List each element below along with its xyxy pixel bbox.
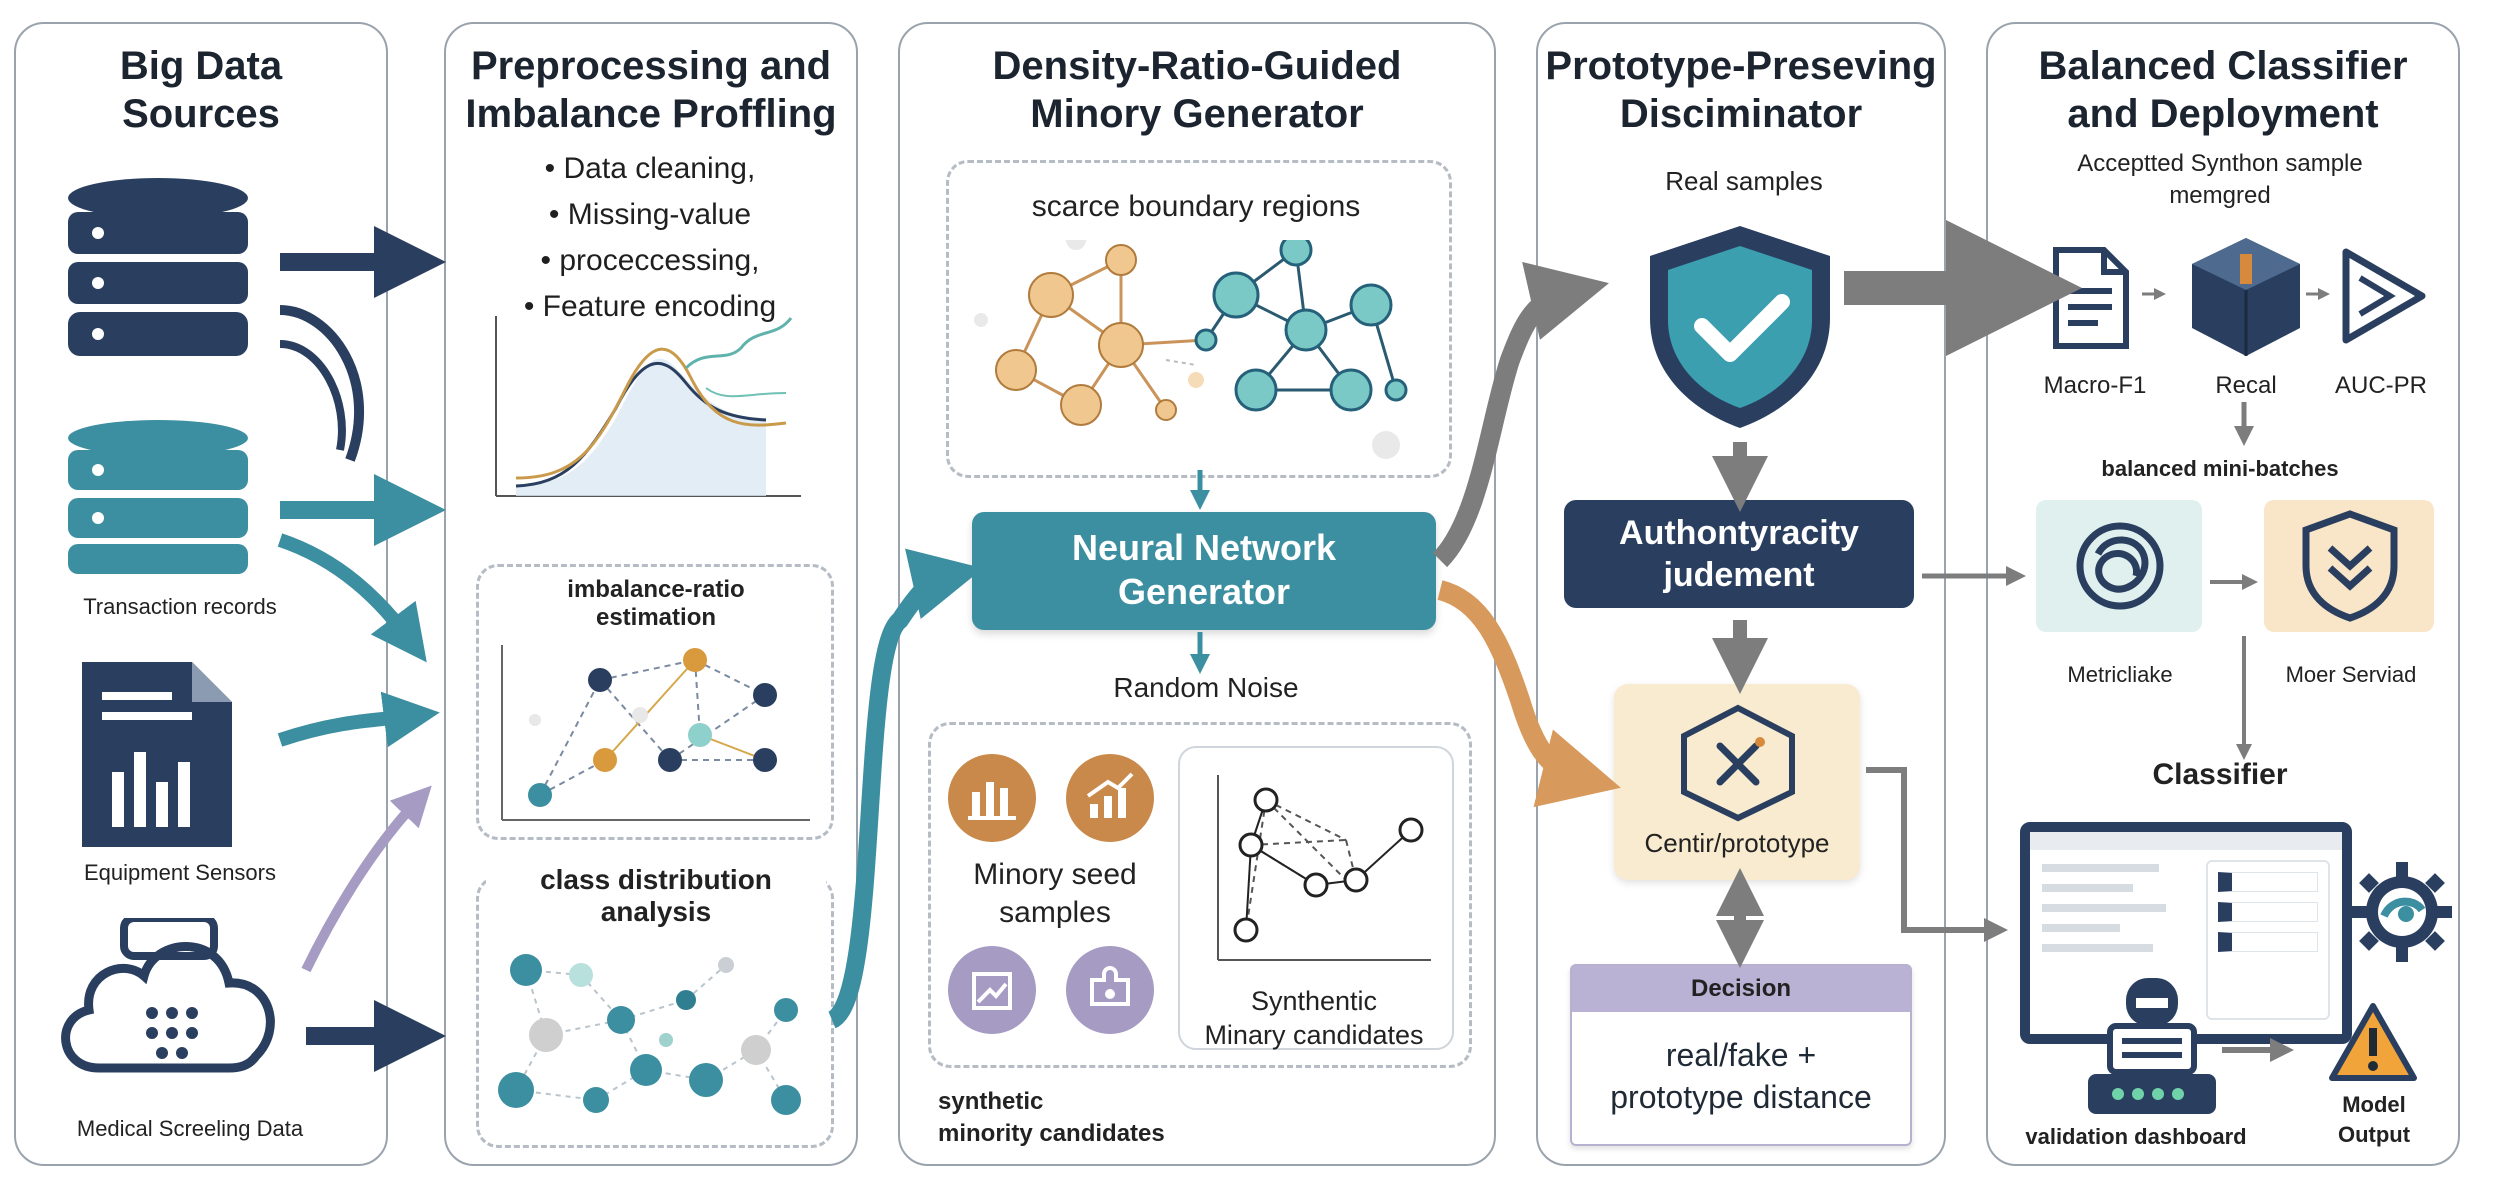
dashboard-titlebar	[2030, 832, 2342, 850]
dashboard-right-pane	[2206, 860, 2330, 1020]
imbalance-scatter-graph	[501, 645, 810, 821]
auc-pr-label: AUC-PR	[2334, 372, 2427, 399]
model-output-label: Model Output	[2337, 1092, 2411, 1147]
scarce-boundary-label: scarce boundary regions	[1031, 190, 1361, 223]
database-icon	[68, 178, 248, 356]
bullet-item: • Feature encoding	[523, 290, 777, 323]
cloud-icon	[61, 918, 275, 1073]
synthetic-candidates-inner-label: Synthentic Minary candidates	[1204, 986, 1424, 1050]
gear-eye-icon	[2352, 862, 2452, 962]
metric-label: Metricliake	[2067, 662, 2173, 687]
source-arrow	[277, 226, 446, 1072]
shield-chevron-icon	[2302, 510, 2398, 622]
panel-title: Density-Ratio-Guided Minory Generator	[992, 44, 1402, 136]
transaction-database-icon	[68, 420, 248, 574]
validation-dashboard-monitor	[2020, 822, 2352, 1044]
macro-f1-label: Macro-F1	[2043, 372, 2147, 399]
centroid-prototype-label: Centir/prototype	[1644, 828, 1830, 858]
bullet-item: • Missing-value	[548, 198, 752, 231]
report-icon	[948, 754, 1036, 842]
centroid-prototype-block	[1614, 684, 1860, 880]
validation-dashboard-label: validation dashboard	[2025, 1124, 2247, 1149]
class-distribution-label: class distribution analysis	[486, 864, 826, 928]
prototype-cube-icon	[1681, 704, 1795, 822]
medical-screening-label: Medical Screeling Data	[76, 1116, 304, 1141]
synthetic-candidates-plot	[1217, 775, 1431, 961]
preprocessing-bullet-list: • Data cleaning, • Missing-value • proce…	[460, 146, 840, 330]
bullet-item: • proceccessing,	[540, 244, 760, 277]
transaction-records-label: Transaction records	[83, 594, 277, 619]
shield-check-icon	[1650, 226, 1830, 428]
dashboard-left-pane	[2042, 864, 2172, 952]
real-samples-label: Real samples	[1665, 166, 1823, 196]
box-icon	[2192, 238, 2300, 356]
synthetic-candidates-outer-label: synthetic minority candidates	[938, 1088, 1165, 1147]
recall-label: Recal	[2215, 372, 2277, 399]
random-noise-label: Random Noise	[1113, 672, 1299, 703]
metric-tile	[2036, 500, 2202, 632]
knot-icon	[2076, 522, 2164, 610]
classifier-label: Classifier	[2152, 758, 2288, 791]
authenticity-judgement-block: Authontyracity judement	[1564, 500, 1914, 608]
imbalance-ratio-label: imbalance-ratio estimation	[567, 576, 745, 631]
panel-title: Preprocessing and Imbalance Proffling	[465, 44, 837, 136]
robot-validator-icon	[2088, 978, 2216, 1114]
panel-title: Big Data Sources	[119, 44, 283, 136]
decision-body: real/fake + prototype distance	[1610, 1037, 1872, 1115]
distribution-curve-chart	[495, 316, 801, 497]
minority-seed-label: Minory seed samples	[973, 858, 1137, 929]
panel-title: Prototype-Preseving Disciminator	[1545, 44, 1937, 136]
balanced-minibatches-label: balanced mini-batches	[2101, 456, 2339, 481]
decision-header: Decision	[1572, 966, 1910, 1012]
boundary-network-graph	[974, 240, 1408, 459]
authenticity-judgement-label: Authontyracity judement	[1619, 514, 1859, 594]
model-served-label: Moer Serviad	[2285, 662, 2417, 687]
class-cluster-graph	[498, 954, 801, 1115]
sensor-report-icon	[82, 662, 232, 847]
warning-icon	[2329, 1003, 2417, 1081]
synthetic-inner-box	[1178, 746, 1454, 1050]
decision-box: Decision real/fake + prototype distance	[1570, 964, 1912, 1146]
panel-title: Balanced Classifier and Deployment	[2038, 44, 2408, 136]
accepted-samples-label: Acceptted Synthon sample memgred	[2077, 150, 2363, 209]
neural-network-generator-label: Neural Network Generator	[1071, 527, 1337, 612]
equipment-sensors-label: Equipment Sensors	[84, 860, 276, 885]
puzzle-icon	[1066, 946, 1154, 1034]
bullet-item: • Data cleaning,	[544, 152, 756, 185]
neural-network-generator-block: Neural Network Generator	[972, 512, 1436, 630]
play-forward-icon	[2342, 248, 2426, 344]
chart-icon	[948, 946, 1036, 1034]
growth-icon	[1066, 754, 1154, 842]
